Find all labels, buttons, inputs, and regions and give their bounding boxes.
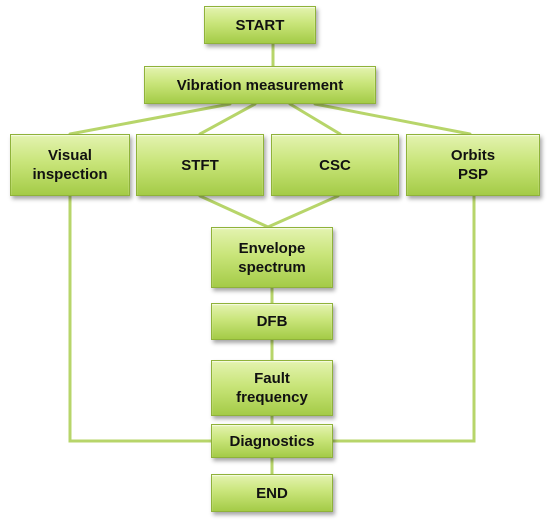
envelope-spectrum-node: Envelope spectrum (211, 227, 333, 288)
connector-vibration-orbits (313, 102, 472, 136)
fault-frequency-node: Fault frequency (211, 360, 333, 416)
connector-stft-envelope (198, 194, 270, 229)
orbits-psp-node: Orbits PSP (406, 134, 540, 196)
diagnostics-node: Diagnostics (211, 424, 333, 458)
connector-visual-diagnostics (68, 194, 213, 443)
connector-orbits-diagnostics (331, 194, 476, 443)
connector-csc-envelope (266, 194, 340, 229)
stft-node: STFT (136, 134, 264, 196)
connector-vibration-visual (68, 102, 232, 136)
csc-node: CSC (271, 134, 399, 196)
start-node: START (204, 6, 316, 44)
end-node: END (211, 474, 333, 512)
connector-vibration-stft (198, 102, 257, 136)
visual-inspection-node: Visual inspection (10, 134, 130, 196)
connector-vibration-csc (288, 102, 342, 136)
dfb-node: DFB (211, 303, 333, 340)
vibration-measurement-node: Vibration measurement (144, 66, 376, 104)
